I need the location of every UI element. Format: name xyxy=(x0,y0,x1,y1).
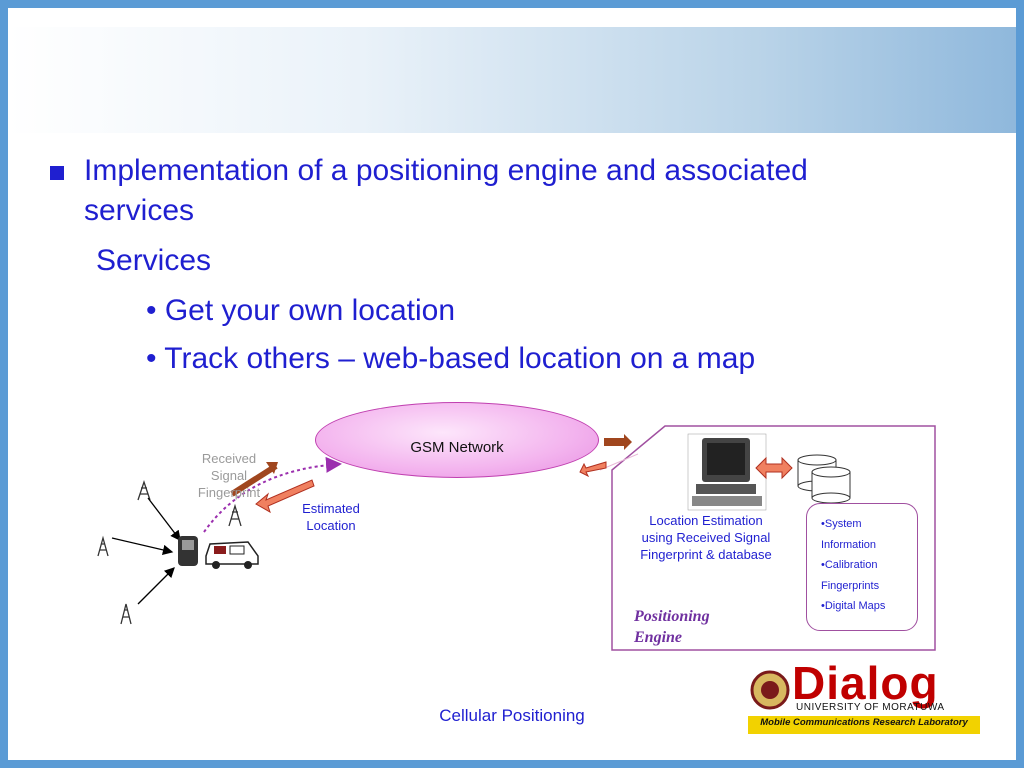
computer-icon xyxy=(688,434,766,510)
estimated-location-label: Estimated Location xyxy=(288,500,374,534)
estimated-location-line: Estimated xyxy=(288,500,374,517)
info-item: •Calibration xyxy=(821,555,917,576)
location-estimation-line: Fingerprint & database xyxy=(628,546,784,563)
positioning-engine-line: Positioning xyxy=(634,606,710,627)
received-signal-line: Signal xyxy=(186,467,272,484)
estimated-location-line: Location xyxy=(288,517,374,534)
received-signal-line: Fingerprint xyxy=(186,484,272,501)
location-estimation-label: Location Estimation using Received Signa… xyxy=(628,512,784,563)
info-item: •System xyxy=(821,514,917,535)
received-signal-label: Received Signal Fingerprint xyxy=(186,450,272,501)
positioning-engine-label: Positioning Engine xyxy=(634,606,710,648)
positioning-engine-line: Engine xyxy=(634,627,710,648)
info-item: Information xyxy=(821,535,917,556)
engine-info-box: •System Information •Calibration Fingerp… xyxy=(806,503,918,631)
mobile-phone-icon xyxy=(178,536,198,566)
gsm-to-engine-arrow xyxy=(604,434,632,450)
info-item: Fingerprints xyxy=(821,576,917,597)
dialog-brand-text: Dialog xyxy=(792,658,939,708)
received-signal-line: Received xyxy=(186,450,272,467)
car-icon xyxy=(206,542,258,569)
footer-title: Cellular Positioning xyxy=(0,706,1024,726)
gsm-network-label: GSM Network xyxy=(315,439,599,456)
location-estimation-line: using Received Signal xyxy=(628,529,784,546)
engine-to-gsm-arrow xyxy=(580,462,606,476)
info-item: •Digital Maps xyxy=(821,596,917,617)
location-estimation-line: Location Estimation xyxy=(628,512,784,529)
